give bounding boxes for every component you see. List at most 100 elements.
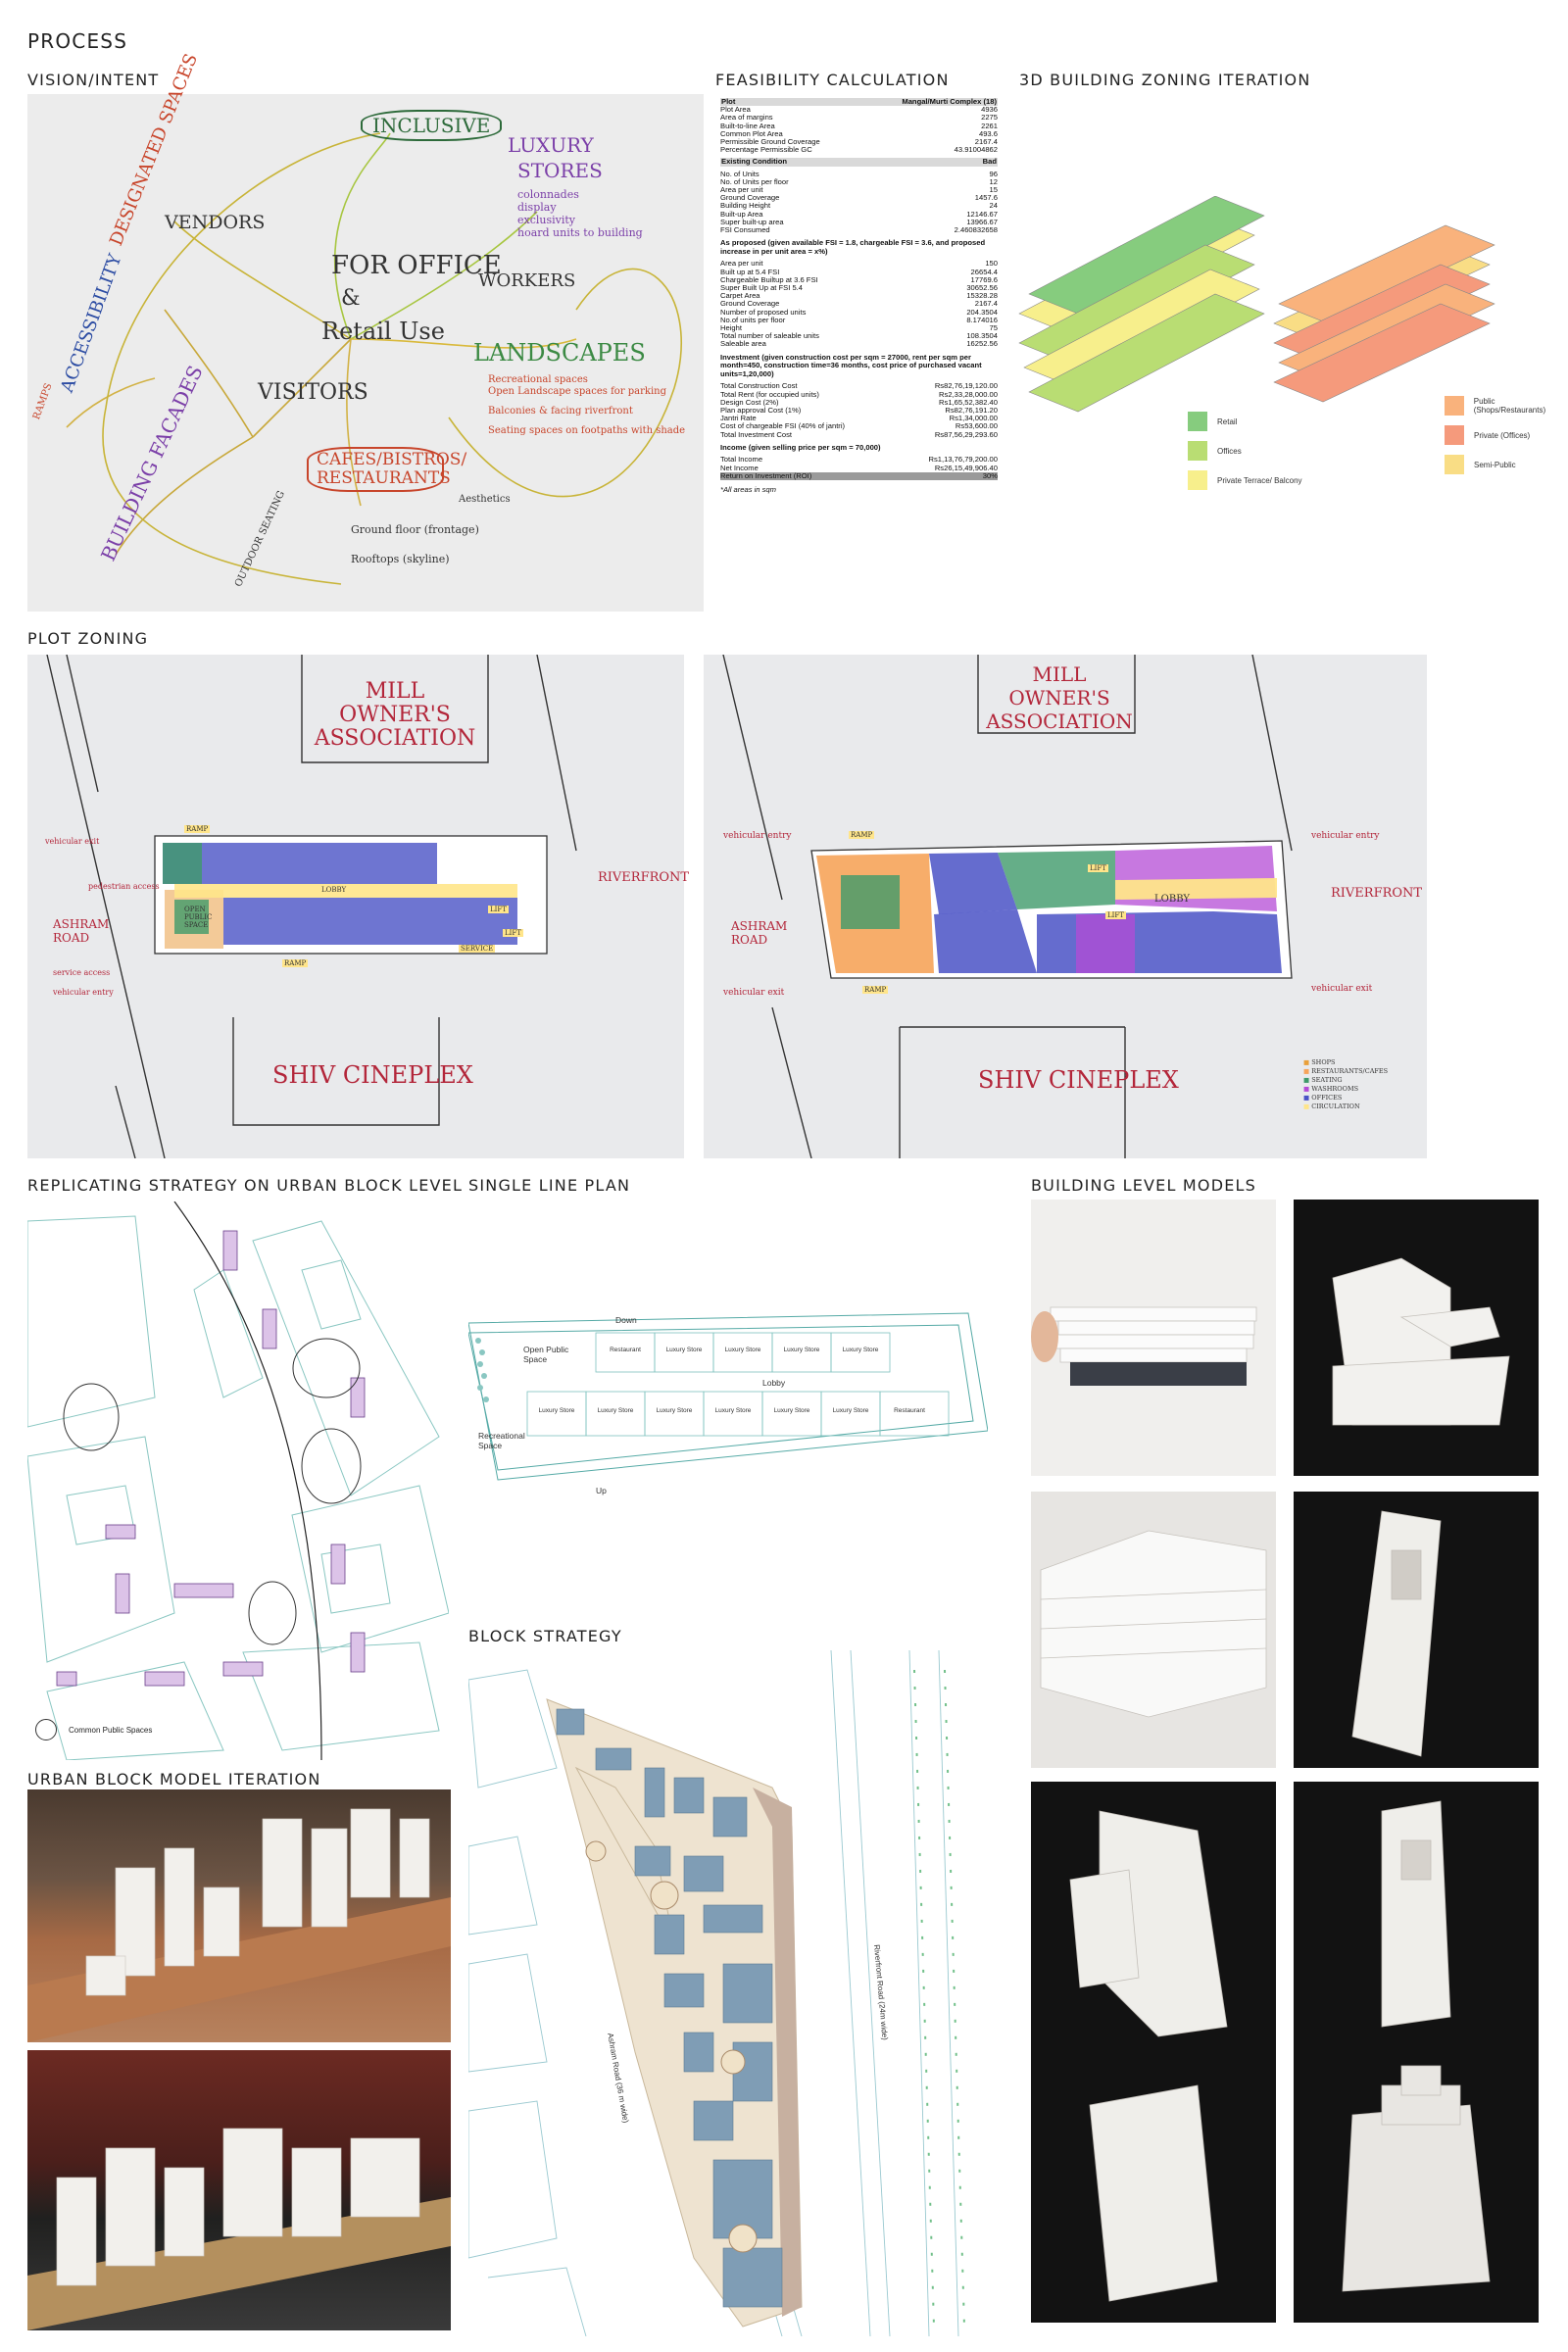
urban-model-photo-2 [27,2050,451,2330]
plot1-note-4: vehicular entry [53,988,114,997]
mindmap-luxury-b: STORES [517,159,603,182]
section-vision: VISION/INTENT [27,71,160,89]
legend-a-3: Private Terrace/ Balcony [1188,470,1302,490]
building-model-8-art [1342,2065,1491,2292]
luxury-note-2: display [517,201,557,214]
plan-open-space: Open Public Space [523,1345,569,1364]
landscape-note-2: Open Landscape spaces for parking [488,386,667,397]
zoning3d-block-b [1273,224,1495,403]
legend-b-3: Semi-Public [1445,455,1516,474]
replicating-legend: Common Public Spaces [35,1719,152,1740]
mindmap-cafe-notes: Ground floor (frontage) Rooftops (skylin… [351,523,479,566]
plot1-open-space: OPEN PUBLIC SPACE [184,906,213,929]
plot1-note-2: pedestrian access [88,882,160,891]
section-replicating: REPLICATING STRATEGY ON URBAN BLOCK LEVE… [27,1176,464,1195]
single-line-plan: Down Up Lobby Open Public Space Recreati… [468,1294,988,1509]
landscape-note-4: Seating spaces on footpaths with shade [488,425,686,436]
plot1-shiv: SHIV CINEPLEX [272,1061,473,1089]
plot2-mill: MILL OWNER'S ASSOCIATION [986,662,1133,733]
feas-row: Cost of chargeable FSI (40% of jantri)Rs… [720,421,998,431]
plan-unit-bottom: Restaurant [894,1407,925,1414]
landscape-note-1: Recreational spaces [488,374,588,385]
building-model-8 [1294,2046,1539,2323]
plot2-legend-6: ■ CIRCULATION [1303,1102,1360,1110]
plot2-note-entry: vehicular entry [1311,831,1380,841]
plot1-tag-lobby: LOBBY [321,886,347,894]
building-model-1 [1031,1200,1276,1476]
plot2-tag-lobby: LOBBY [1154,894,1190,905]
plot1-note-1: vehicular exit [45,837,100,846]
block-strategy-drawing [468,1650,965,2336]
plan-recreational: Recreational Space [478,1431,525,1450]
plot1-ashram: ASHRAM ROAD [53,917,110,945]
zoning3d-diagrams [1018,196,1495,413]
legend-swatch [1188,470,1207,490]
section-urban-model: URBAN BLOCK MODEL ITERATION [27,1770,321,1788]
plan-unit-top: Restaurant [610,1347,641,1353]
cafe-note-2: Rooftops (skyline) [351,553,450,565]
building-model-2 [1294,1200,1539,1476]
plot2-note-left-entry: vehicular entry [723,831,792,841]
plot2-tag-lift-2: LIFT [1105,911,1126,919]
luxury-note-3: exclusivity [517,214,576,226]
building-model-6 [1294,1782,1539,2058]
single-line-drawing [468,1312,988,1481]
plot1-tag-ramp-2: RAMP [282,959,309,967]
plot-zoning-sheet-1: MILL OWNER'S ASSOCIATION SHIV CINEPLEX R… [27,655,689,1158]
plot2-ashram: ASHRAM ROAD [731,919,788,947]
section-feasibility: FEASIBILITY CALCULATION [715,71,950,89]
plan-unit-bottom: Luxury Store [656,1407,693,1414]
plot1-riverfront: RIVERFRONT [598,870,690,885]
plot2-shiv: SHIV CINEPLEX [978,1066,1179,1094]
mindmap-inclusive: INCLUSIVE [361,110,503,141]
plot2-note-left-exit: vehicular exit [723,988,785,998]
section-plot-zoning: PLOT ZONING [27,629,149,648]
plan-unit-top: Luxury Store [724,1347,761,1353]
feas-investment-header: Investment (given construction cost per … [720,352,982,378]
plan-unit-bottom: Luxury Store [538,1407,575,1414]
plan-down: Down [615,1315,637,1325]
landscape-note-3: Balconies & facing riverfront [488,406,633,416]
plot1-note-3: service access [53,968,111,977]
replicating-map: Common Public Spaces [27,1201,449,1760]
plot1-tag-ramp: RAMP [184,825,211,833]
mindmap-luxury-notes: colonnades display exclusivity hoard uni… [517,188,643,239]
plot1-tag-lift-2: LIFT [503,929,523,937]
legend-swatch [1188,412,1207,431]
plot2-legend: ■ SHOPS ■ RESTAURANTS/CAFES ■ SEATING ■ … [1303,1058,1388,1111]
plot1-tag-service: SERVICE [459,945,496,953]
mindmap-center-a: FOR OFFICE [331,251,502,280]
plot2-riverfront: RIVERFRONT [1331,886,1423,901]
plot2-legend-5: ■ OFFICES [1303,1094,1343,1102]
plan-unit-top: Luxury Store [783,1347,820,1353]
section-zoning3d: 3D BUILDING ZONING ITERATION [1019,71,1311,89]
building-model-7 [1031,2046,1276,2323]
feas-note: *All areas in sqm [720,485,776,495]
mindmap-aesthetics: Aesthetics [459,494,511,505]
plot-zoning-drawing-2 [722,655,1293,1158]
mindmap-center-b: & [341,286,361,311]
building-model-4 [1294,1492,1539,1768]
plot2-legend-4: ■ WASHROOMS [1303,1085,1359,1093]
building-model-4-art [1351,1510,1442,1757]
